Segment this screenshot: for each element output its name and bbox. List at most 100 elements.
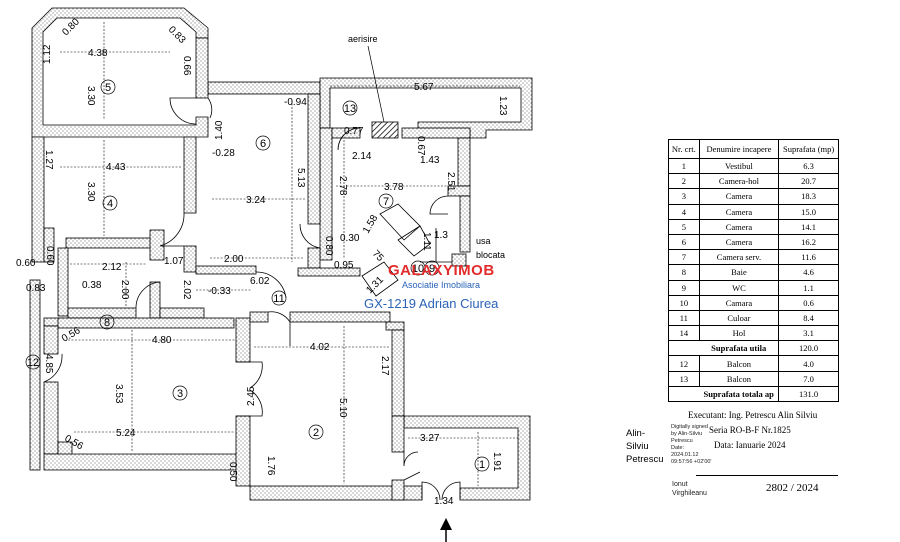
svg-text:0.30: 0.30 [340,233,360,244]
watermark-agent: GX-1219 Adrian Ciurea [364,296,499,311]
svg-text:1.58: 1.58 [361,213,380,236]
svg-text:2.78: 2.78 [337,176,348,196]
svg-text:6.02: 6.02 [250,276,270,287]
svg-text:0.80: 0.80 [60,16,82,38]
table-row-cell-2: 0.6 [778,294,839,311]
svg-text:4.85: 4.85 [43,354,54,374]
table-row-cell-2: 7.0 [778,370,839,387]
svg-text:2.00: 2.00 [119,280,130,300]
room-2-number: 2 [313,427,319,439]
dimension-lines [60,22,520,486]
header-nr: Nr. crt. [668,139,700,159]
svg-text:0.80: 0.80 [323,236,334,256]
table-row-cell-0: 4 [668,203,700,220]
area-table: Nr. crt. Denumire incapere Suprafata (mp… [668,139,839,403]
svg-text:5.13: 5.13 [295,168,306,188]
room-9-number: 9 [429,263,435,275]
svg-text:5.24: 5.24 [116,428,136,439]
svg-text:1.40: 1.40 [214,120,225,140]
table-row-cell-0: 8 [668,264,700,281]
room-13-number: 13 [344,103,356,115]
svg-text:1.07: 1.07 [164,256,184,267]
svg-text:1.12: 1.12 [42,44,53,64]
aerisire-shaft [371,121,399,139]
entrance-arrow-icon [440,518,452,542]
room-6-number: 6 [260,138,266,150]
svg-text:1.34: 1.34 [434,496,454,507]
svg-text:0.50: 0.50 [227,462,238,482]
digital-sign-6: 09:57:56 +02'00' [671,459,712,465]
svg-text:0.60: 0.60 [44,246,55,266]
table-row-cell-2: 15.0 [778,203,839,220]
digital-sign-1: Digitally signed [671,424,708,430]
table-row-cell-1: Culoar [698,309,780,327]
svg-text:4.80: 4.80 [152,335,172,346]
table-row-cell-1: Camera serv. [698,249,780,266]
table-row-cell-2: 8.4 [778,309,839,327]
signer-name-2: Silviu [626,441,649,452]
table-row-cell-0: 13 [668,370,700,387]
aerisire-label: aerisire [348,34,378,44]
watermark-sub: Asociatie Imobiliara [402,280,481,290]
svg-text:0.66: 0.66 [181,56,192,76]
svg-text:0.60: 0.60 [16,258,36,269]
room-3-number: 3 [177,388,183,400]
svg-text:3.24: 3.24 [246,195,266,206]
svg-text:-0.94: -0.94 [284,97,307,108]
room-1-number: 1 [479,459,485,471]
table-row-cell-2: 11.6 [778,249,839,266]
header-suprafata: Suprafata (mp) [778,139,839,159]
table-row-cell-1: Camera [698,233,780,251]
usa-label: usa [476,236,491,246]
table-row-cell-0: 12 [668,355,700,372]
svg-text:3.78: 3.78 [384,182,404,193]
table-row-cell-1: Hol [698,325,780,342]
svg-text:2.17: 2.17 [379,356,390,376]
svg-text:4.02: 4.02 [310,342,330,353]
table-row-cell-1: Vestibul [698,157,780,175]
table-row-cell-0: 6 [668,233,700,251]
table-row-cell-0: 9 [668,279,700,296]
room-8-number: 8 [104,317,110,329]
blocata-label: blocata [476,250,505,260]
header-denumire: Denumire incapere [698,139,780,159]
data-text: Data: Ianuarie 2024 [714,440,786,450]
table-row-cell-2: 1.1 [778,279,839,296]
svg-text:5.10: 5.10 [337,398,348,418]
ionut-2: Virghileanu [672,490,707,497]
table-row-cell-0: 2 [668,173,700,190]
svg-text:1.31: 1.31 [364,274,386,296]
svg-text:0.95: 0.95 [334,260,354,271]
table-row-cell-1: WC [698,279,780,296]
seria-text: Seria RO-B-F Nr.1825 [709,425,791,435]
table-row-cell-0: 5 [668,218,700,235]
table-row-cell-1: Camera [698,203,780,220]
svg-text:1.43: 1.43 [420,155,440,166]
signature-divider [696,475,838,476]
total-empty [668,385,700,403]
util-empty [668,340,700,357]
svg-text:1.27: 1.27 [43,150,54,170]
table-row-cell-1: Camera-hol [698,173,780,190]
table-row-cell-1: Balcon [698,370,780,387]
room-markers [25,79,490,472]
digital-sign-2: by Alin-Silviu [671,431,703,437]
svg-text:2.00: 2.00 [224,254,244,265]
table-row-cell-2: 20.7 [778,173,839,190]
room-numbers: 5 6 13 4 7 8 11 3 2 1 12 10 9 [27,82,485,471]
total-label: Suprafata totala ap [699,385,780,403]
util-label: Suprafata utila [699,340,780,357]
table-row-cell-1: Baie [698,264,780,281]
